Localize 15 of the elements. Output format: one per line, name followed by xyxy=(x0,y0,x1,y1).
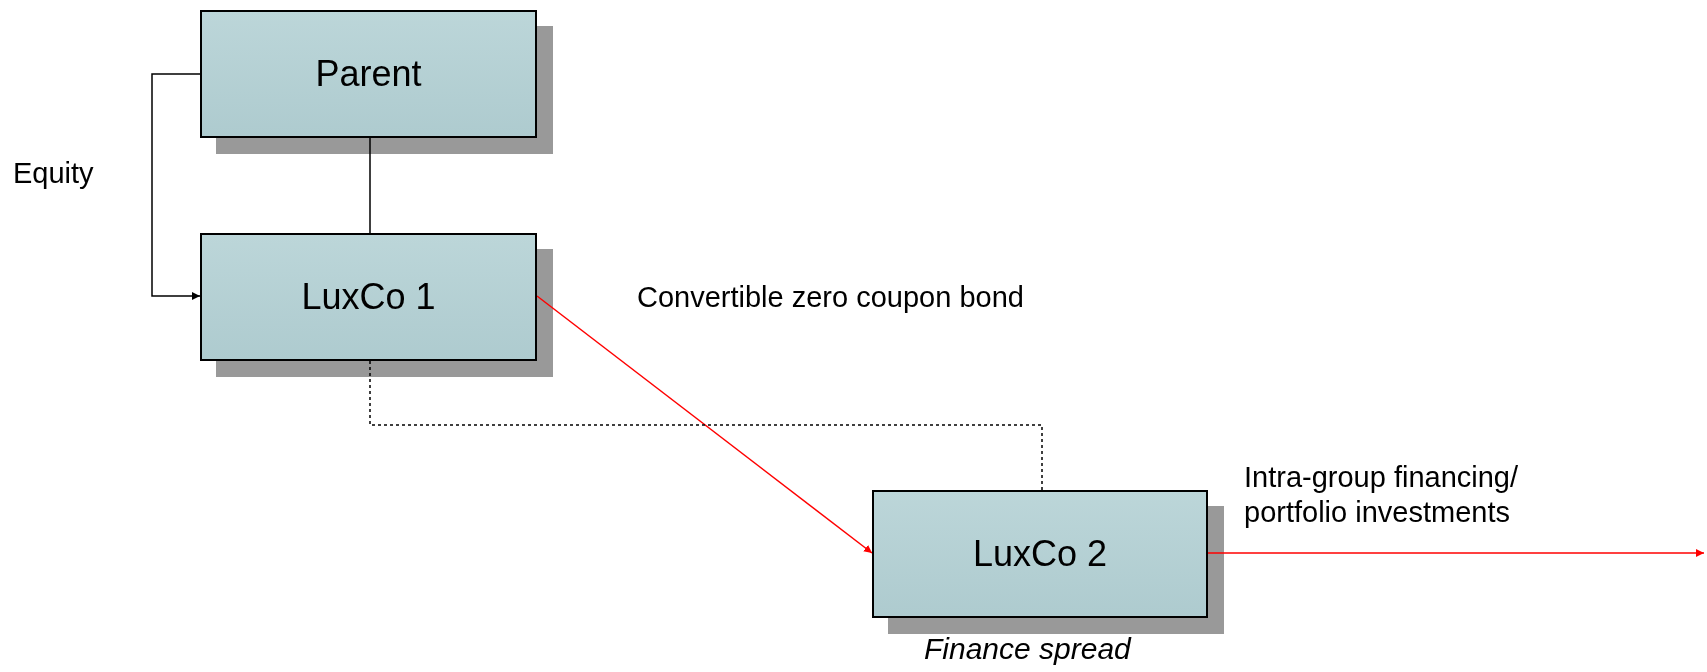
edge-label: Intra-group financing/ portfolio investments xyxy=(1244,460,1520,530)
entity-box xyxy=(872,490,1208,618)
entity-box xyxy=(200,10,537,138)
entity-name: Parent xyxy=(315,53,422,95)
entity-box xyxy=(200,233,537,361)
entity-name: LuxCo 2 xyxy=(972,533,1108,575)
entity-name: LuxCo 1 xyxy=(301,276,436,318)
connector-line xyxy=(369,360,1043,491)
arrow xyxy=(536,295,873,554)
arrow xyxy=(1207,549,1705,557)
connector-line xyxy=(369,137,371,234)
edge-label: Convertible zero coupon bond xyxy=(637,280,1025,315)
edge-label: Equity xyxy=(13,156,95,191)
entity-note: Finance spread xyxy=(924,632,1131,666)
arrow xyxy=(151,73,201,300)
